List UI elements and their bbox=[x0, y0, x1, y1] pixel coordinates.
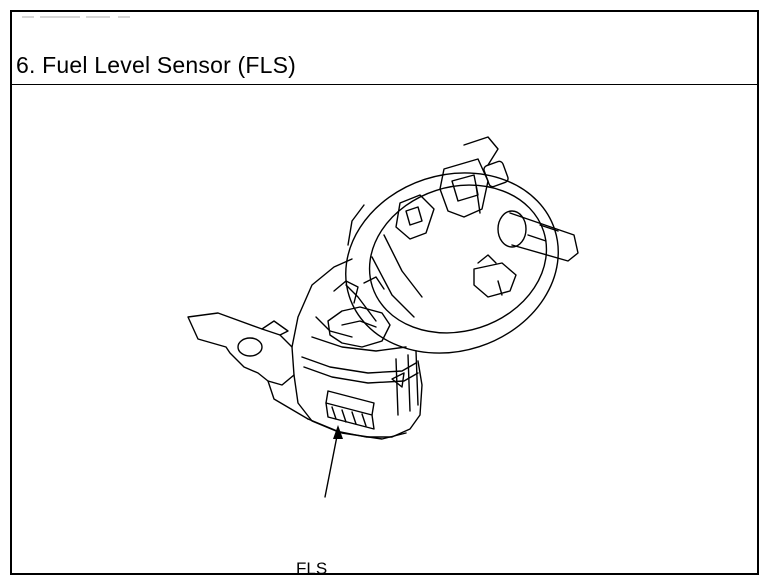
reservoir-body bbox=[291, 258, 353, 348]
section-header: 6. Fuel Level Sensor (FLS) bbox=[12, 12, 757, 85]
return-port bbox=[473, 262, 517, 298]
callout-arrowhead bbox=[333, 425, 343, 439]
faint-header-text bbox=[22, 16, 130, 18]
connector-plug bbox=[395, 194, 435, 240]
fls-callout-label: FLS bbox=[296, 559, 328, 578]
bracket-hole bbox=[237, 337, 263, 357]
level-sensor-housing bbox=[325, 402, 375, 430]
callout-leader-line bbox=[324, 430, 339, 498]
manual-section-frame: 6. Fuel Level Sensor (FLS) bbox=[10, 10, 759, 578]
electrical-connector bbox=[439, 158, 489, 218]
mounting-bracket bbox=[187, 312, 295, 386]
flange-inner bbox=[368, 184, 548, 334]
fuel-outlet-pipe bbox=[509, 212, 579, 262]
section-title: 6. Fuel Level Sensor (FLS) bbox=[16, 52, 297, 78]
diagram-area: FLS bbox=[12, 85, 757, 578]
fuel-pump-module-illustration bbox=[187, 136, 579, 498]
